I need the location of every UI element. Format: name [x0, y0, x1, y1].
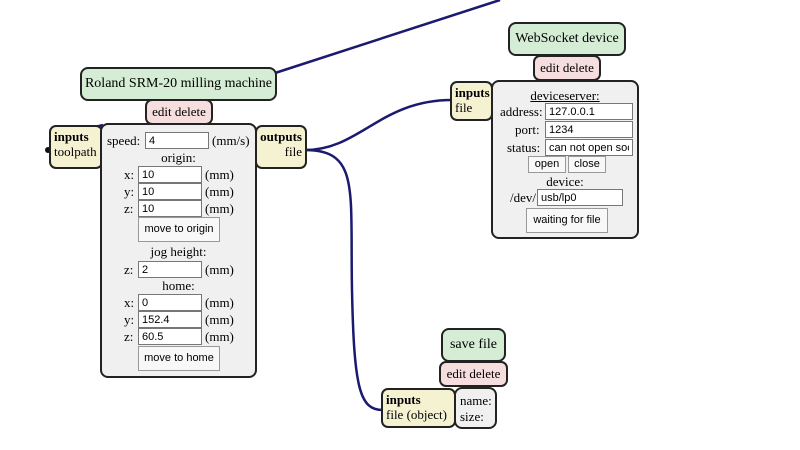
savefile-inputs-name: file (object): [386, 407, 447, 422]
deviceserver-label: deviceserver:: [530, 88, 600, 103]
roland-edit-bar: edit delete: [145, 99, 213, 125]
savefile-inputs-port[interactable]: inputs file (object): [381, 388, 456, 428]
websocket-inputs-label: inputs: [455, 85, 490, 100]
origin-label: origin:: [161, 150, 196, 165]
device-input[interactable]: [537, 189, 623, 206]
origin-z-label: z:: [124, 201, 134, 216]
port-label: port:: [515, 122, 540, 137]
origin-z-unit: (mm): [205, 201, 234, 216]
savefile-inputs-label: inputs: [386, 392, 421, 407]
wire-endpoint-dot: [45, 147, 51, 153]
websocket-title[interactable]: WebSocket device: [508, 22, 626, 56]
status-input[interactable]: [545, 139, 633, 156]
roland-panel: speed: (mm/s) origin: x: (mm) y: (mm) z:…: [100, 123, 257, 378]
roland-inputs-label: inputs: [54, 129, 89, 144]
home-x-input[interactable]: [138, 294, 202, 311]
wire-top-offscreen: [271, 0, 501, 76]
roland-inputs-port[interactable]: inputs toolpath: [49, 125, 103, 169]
jog-z-input[interactable]: [138, 261, 202, 278]
waiting-for-file-button[interactable]: waiting for file: [526, 208, 608, 233]
home-x-unit: (mm): [205, 295, 234, 310]
websocket-inputs-name: file: [455, 100, 473, 115]
home-label: home:: [162, 278, 195, 293]
savefile-panel: name: size:: [454, 387, 497, 429]
websocket-edit-bar: edit delete: [533, 55, 601, 81]
jog-z-unit: (mm): [205, 262, 234, 277]
origin-x-input[interactable]: [138, 166, 202, 183]
move-to-home-button[interactable]: move to home: [138, 346, 220, 371]
roland-outputs-name: file: [284, 144, 302, 159]
speed-unit: (mm/s): [212, 133, 250, 148]
device-label: device:: [546, 174, 584, 189]
roland-delete-button[interactable]: delete: [174, 104, 206, 119]
origin-x-unit: (mm): [205, 167, 234, 182]
roland-title[interactable]: Roland SRM-20 milling machine: [80, 67, 277, 101]
address-label: address:: [500, 104, 543, 119]
open-button[interactable]: open: [528, 156, 566, 173]
origin-z-input[interactable]: [138, 200, 202, 217]
origin-x-label: x:: [124, 167, 135, 182]
dev-prefix: /dev/: [510, 190, 536, 205]
home-z-label: z:: [124, 329, 134, 344]
wire-outputs-to-websocket: [304, 98, 453, 152]
websocket-panel: deviceserver: address: port: status: ope…: [491, 80, 639, 239]
savefile-edit-bar: edit delete: [439, 361, 508, 387]
port-input[interactable]: [545, 121, 633, 138]
home-z-unit: (mm): [205, 329, 234, 344]
jog-z-label: z:: [124, 262, 134, 277]
home-y-input[interactable]: [138, 311, 202, 328]
wire-outputs-to-savefile: [304, 148, 384, 412]
roland-outputs-label: outputs: [260, 129, 302, 144]
speed-label: speed:: [107, 133, 141, 148]
origin-y-label: y:: [124, 184, 135, 199]
savefile-title[interactable]: save file: [441, 328, 506, 362]
home-y-label: y:: [124, 312, 135, 327]
origin-y-input[interactable]: [138, 183, 202, 200]
roland-outputs-port[interactable]: outputs file: [255, 125, 307, 169]
origin-y-unit: (mm): [205, 184, 234, 199]
close-button[interactable]: close: [568, 156, 606, 173]
roland-inputs-name: toolpath: [54, 144, 97, 159]
savefile-delete-button[interactable]: delete: [469, 366, 501, 381]
websocket-delete-button[interactable]: delete: [562, 60, 594, 75]
home-z-input[interactable]: [138, 328, 202, 345]
savefile-size-label: size:: [460, 409, 484, 424]
home-y-unit: (mm): [205, 312, 234, 327]
savefile-edit-button[interactable]: edit: [446, 366, 467, 381]
roland-edit-button[interactable]: edit: [152, 104, 172, 119]
savefile-name-label: name:: [460, 393, 492, 408]
home-x-label: x:: [124, 295, 135, 310]
move-to-origin-button[interactable]: move to origin: [138, 217, 220, 242]
address-input[interactable]: [545, 103, 633, 120]
speed-input[interactable]: [145, 132, 209, 149]
websocket-inputs-port[interactable]: inputs file: [450, 81, 493, 121]
status-label: status:: [507, 140, 541, 155]
jog-height-label: jog height:: [150, 244, 207, 259]
websocket-edit-button[interactable]: edit: [540, 60, 560, 75]
